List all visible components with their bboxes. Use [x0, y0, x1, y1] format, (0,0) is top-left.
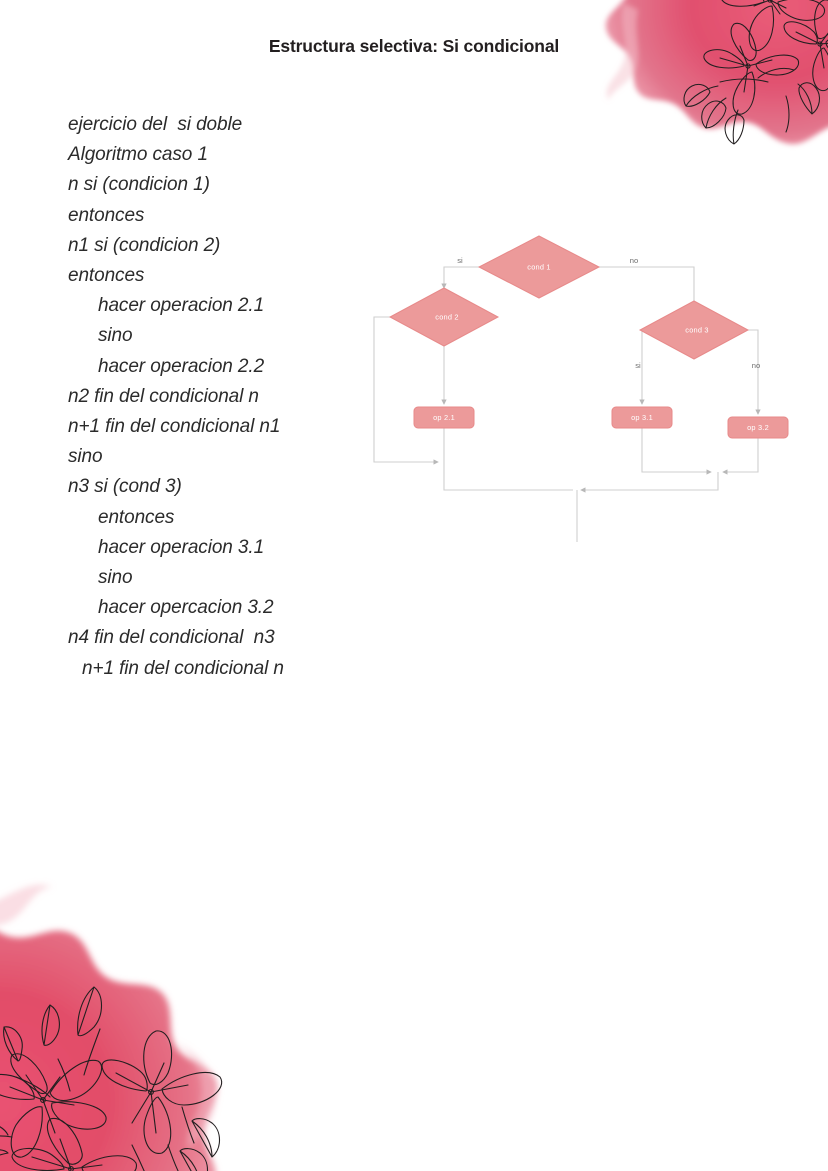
algorithm-line: Algoritmo caso 1 — [68, 144, 208, 166]
edge-label-cond1-si: si — [457, 256, 463, 265]
algorithm-line: n si (condicion 1) — [68, 174, 210, 196]
edge-cond3-no — [730, 329, 761, 415]
flow-node-label: cond 3 — [685, 325, 708, 334]
algorithm-text-block: ejercicio del si doble Algoritmo caso 1 … — [68, 110, 398, 684]
flow-node-label: op 3.1 — [631, 413, 653, 422]
edge-op31-merge — [641, 428, 712, 475]
diamond-shape — [477, 235, 601, 299]
edge-op32-merge — [722, 438, 759, 475]
algorithm-line: hacer opercacion 3.2 — [98, 597, 274, 619]
flow-node-cond2[interactable]: cond 2 — [388, 287, 500, 347]
flow-node-op32[interactable]: op 3.2 — [727, 416, 789, 439]
floral-decoration-top-right — [580, 0, 828, 188]
page-title: Estructura selectiva: Si condicional — [268, 36, 560, 56]
process-box — [611, 406, 673, 429]
flow-node-op21[interactable]: op 2.1 — [413, 406, 475, 429]
flow-node-label: cond 1 — [527, 262, 550, 271]
algorithm-line: n2 fin del condicional n — [68, 385, 259, 407]
algorithm-line: hacer operacion 2.2 — [98, 355, 265, 377]
algorithm-line: entonces — [68, 204, 145, 226]
algorithm-line: entonces — [68, 265, 145, 287]
algorithm-line: n+1 fin del condicional n — [82, 657, 284, 679]
edge-label-cond3-no: no — [752, 361, 760, 370]
edge-op21-merge — [443, 428, 573, 491]
algorithm-line: n+1 fin del condicional n1 — [68, 416, 281, 438]
diamond-shape — [638, 300, 750, 360]
flow-node-cond3[interactable]: cond 3 — [638, 300, 750, 360]
edge-label-cond1-no: no — [630, 256, 638, 265]
algorithm-line: n4 fin del condicional n3 — [68, 627, 275, 649]
floral-decoration-bottom-left — [0, 845, 312, 1171]
edge-label-cond3-si: si — [635, 361, 641, 370]
flow-node-cond1[interactable]: cond 1 — [477, 235, 601, 299]
diamond-shape — [388, 287, 500, 347]
edge-rightmerge-bottom — [580, 472, 719, 493]
flow-node-op31[interactable]: op 3.1 — [611, 406, 673, 429]
flowchart-diagram: cond 1 cond 2 cond 3 op 2.1 op 3.1 — [366, 222, 806, 552]
algorithm-line: n1 si (condicion 2) — [68, 234, 221, 256]
process-box — [727, 416, 789, 439]
flow-node-label: cond 2 — [435, 312, 458, 321]
algorithm-line: n3 si (cond 3) — [68, 476, 182, 498]
algorithm-line: entonces — [98, 506, 175, 528]
algorithm-line: sino — [98, 325, 133, 347]
algorithm-line: ejercicio del si doble — [68, 114, 243, 135]
algorithm-line: hacer operacion 2.1 — [98, 295, 265, 317]
edge-cond1-no — [570, 266, 697, 311]
algorithm-line: sino — [68, 446, 103, 468]
algorithm-line: hacer operacion 3.1 — [98, 536, 265, 558]
flow-node-label: op 2.1 — [433, 413, 455, 422]
edge-cond3-si — [639, 329, 658, 405]
edge-cond2-bypass — [373, 316, 439, 465]
algorithm-line: sino — [98, 567, 133, 589]
process-box — [413, 406, 475, 429]
flow-node-label: op 3.2 — [747, 423, 769, 432]
